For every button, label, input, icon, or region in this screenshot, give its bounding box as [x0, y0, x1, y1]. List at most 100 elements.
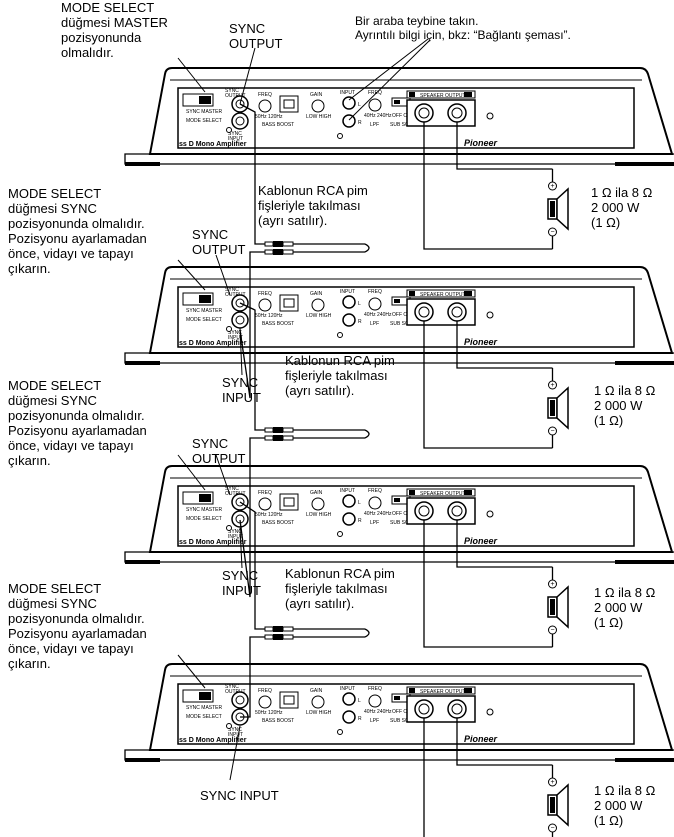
amp-base [124, 749, 674, 761]
speaker-magnet-core [550, 797, 555, 813]
sub-sonic-label: SUB SONIC [390, 321, 418, 327]
rca-cable-callout-1: Kablonun RCA pim fişleriyle takılması (a… [258, 183, 368, 228]
screw [486, 311, 494, 319]
bass-boost-label: BASS BOOST [262, 520, 294, 526]
gain-label: GAIN [310, 490, 323, 496]
sync-output-text: SYNC [225, 287, 239, 293]
bass-remote-port-inner [283, 497, 295, 507]
rca-plug [264, 435, 274, 441]
mode-select-knob [199, 295, 211, 303]
sync-output-text: OUTPUT [225, 491, 246, 497]
mode-select-master-callout: MODE SELECT düğmesi MASTER pozisyonunda … [61, 0, 168, 60]
amp-base [124, 153, 674, 165]
lpf-freq-label: FREQ [368, 289, 382, 295]
sync-input-jack-inner [235, 315, 245, 325]
sync-output-text: SYNC [225, 88, 239, 94]
speaker-cable-plus [456, 122, 553, 170]
sync-input-text: INPUT [228, 732, 243, 738]
speaker-plus-sign: + [550, 183, 554, 190]
sub-sonic-states: OFF ON [392, 312, 411, 318]
speaker-magnet-core [550, 400, 555, 416]
sync-cable-1-out [239, 302, 265, 431]
terminal-plus-inner [451, 306, 463, 318]
model-text: ss D Mono Amplifier [179, 141, 247, 148]
minus-box [409, 92, 415, 97]
lpf-label: LPF [370, 520, 379, 526]
sub-sonic-knob [394, 696, 400, 700]
freq-label: FREQ [258, 490, 272, 496]
sync-input-jack-inner [235, 116, 245, 126]
terminal-plus-inner [451, 505, 463, 517]
input-jack-l [342, 692, 356, 706]
speaker-output-header [406, 90, 476, 99]
rca-plug [264, 626, 274, 632]
gain-knob [311, 99, 325, 113]
speaker-spec-1: 1 Ω ila 8 Ω 2 000 W (1 Ω) [591, 185, 653, 230]
amp-foot-right [615, 560, 674, 564]
sync-input-text: INPUT [228, 136, 243, 142]
bass-remote-port-inner [283, 695, 295, 705]
sub-sonic-label: SUB SONIC [390, 520, 418, 526]
sync-output-text: OUTPUT [225, 93, 246, 99]
minus-box [409, 490, 415, 495]
mode-select-positions: SYNC MASTER [186, 507, 223, 513]
input-r: R [358, 716, 362, 722]
mode-select-knob [199, 96, 211, 104]
minus-box [409, 291, 415, 296]
sync-output-text: OUTPUT [225, 292, 246, 298]
terminal-plus-inner [451, 107, 463, 119]
mode-select-label: MODE SELECT [186, 714, 222, 720]
speaker-cable-minus [423, 718, 425, 837]
speaker-minus-sign: − [550, 428, 554, 435]
freq-label: FREQ [258, 291, 272, 297]
plus-box [464, 688, 472, 693]
rca-plug-grip [282, 626, 294, 632]
amp-foot-left [125, 758, 160, 762]
freq-knob [258, 695, 272, 709]
speaker-0: +− [547, 169, 569, 249]
terminal-minus-inner [418, 107, 430, 119]
input-jack-r [342, 512, 356, 526]
sub-sonic-knob [394, 299, 400, 303]
lpf-freq-label: FREQ [368, 90, 382, 96]
rca-plug-grip [282, 241, 294, 247]
sync-output-text: OUTPUT [225, 689, 246, 695]
gain-label: GAIN [310, 92, 323, 98]
input-l: L [358, 102, 361, 108]
speaker-cable-plus [456, 321, 553, 369]
leader-line-10 [177, 654, 206, 689]
lpf-knob [368, 694, 382, 708]
terminal-plus-inner [451, 703, 463, 715]
sync-cable-3-in [240, 636, 265, 718]
lpf-label: LPF [370, 718, 379, 724]
speaker-output-header [406, 289, 476, 298]
speaker-cable-minus [423, 321, 553, 449]
leader-line-4 [177, 259, 206, 291]
amp-foot-left [125, 361, 160, 365]
speaker-cone [556, 187, 569, 231]
speaker-output-label: SPEAKER OUTPUT [420, 292, 466, 298]
gain-knob [311, 695, 325, 709]
amp-base [124, 551, 674, 563]
freq-label: FREQ [258, 92, 272, 98]
sub-sonic-label: SUB SONIC [390, 718, 418, 724]
screw [337, 729, 343, 735]
mode-select-sync-callout-3: MODE SELECT düğmesi SYNC pozisyonunda ol… [8, 581, 147, 671]
speaker-spec-3: 1 Ω ila 8 Ω 2 000 W (1 Ω) [594, 585, 656, 630]
freq-range: 50Hz 120Hz [255, 114, 283, 120]
speaker-output-label: SPEAKER OUTPUT [420, 689, 466, 695]
mode-select-label: MODE SELECT [186, 516, 222, 522]
car-stereo-callout: Bir araba teybine takın. Ayrıntılı bilgi… [355, 14, 571, 42]
speaker-cable-plus [456, 520, 553, 568]
sub-sonic-knob [394, 100, 400, 104]
speaker-plus-sign: + [550, 382, 554, 389]
gain-range: LOW HIGH [306, 114, 332, 120]
freq-knob [258, 99, 272, 113]
brand-logo: Pioneer [464, 337, 498, 347]
screw [486, 708, 494, 716]
input-label: INPUT [340, 488, 355, 494]
sync-input-text: SYNC [228, 131, 242, 137]
plus-box [464, 490, 472, 495]
screw [337, 531, 343, 537]
